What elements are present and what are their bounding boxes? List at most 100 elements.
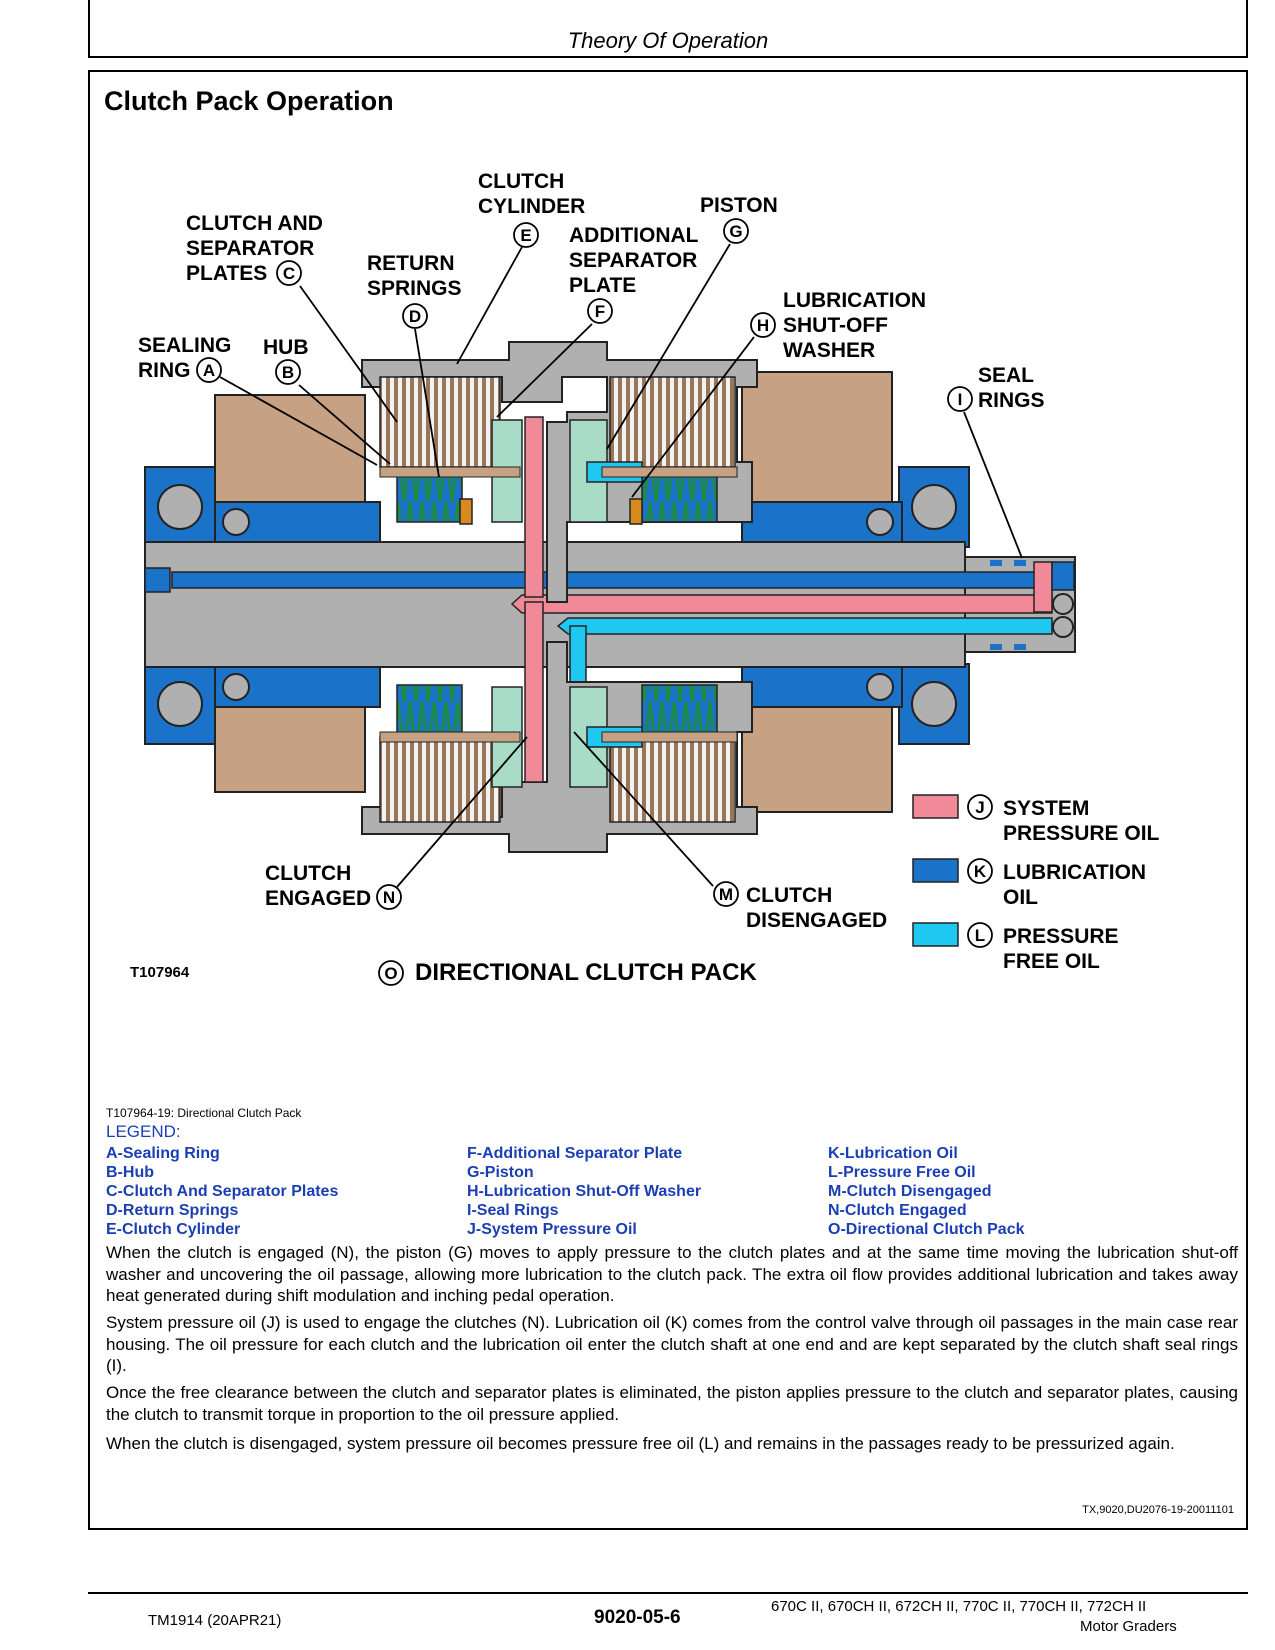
callout-b: B: [275, 359, 301, 385]
left-housing: [144, 394, 381, 793]
legend-item: J-System Pressure Oil: [467, 1221, 637, 1238]
svg-text:M: M: [719, 885, 733, 904]
swatch-pressure-free-oil: [912, 922, 959, 947]
legend-item: F-Additional Separator Plate: [467, 1145, 683, 1162]
svg-text:I: I: [958, 390, 963, 409]
label-clutch-sep-1: CLUTCH AND: [186, 212, 323, 235]
legend-column-3: K-Lubrication Oil L-Pressure Free Oil M-…: [828, 1144, 1025, 1239]
legend-item: E-Clutch Cylinder: [106, 1221, 241, 1238]
legend-column-2: F-Additional Separator Plate G-Piston H-…: [467, 1144, 701, 1239]
legend-item: C-Clutch And Separator Plates: [106, 1183, 339, 1200]
clutch-pack-diagram: CLUTCH AND SEPARATOR PLATES CLUTCH CYLIN…: [130, 170, 1160, 986]
color-key: J SYSTEM PRESSURE OIL K LUBRICATION OIL …: [912, 794, 1160, 973]
label-clutch-sep-2: SEPARATOR: [186, 237, 314, 260]
label-clutch-cyl-2: CYLINDER: [478, 195, 585, 218]
key-j-2: PRESSURE OIL: [1003, 822, 1160, 845]
legend-item: D-Return Springs: [106, 1202, 239, 1219]
swatch-system-pressure-oil: [912, 794, 959, 819]
label-lube-3: WASHER: [783, 339, 875, 362]
paragraph-1: When the clutch is engaged (N), the pist…: [106, 1243, 1238, 1305]
svg-text:A: A: [203, 361, 215, 380]
legend-title: LEGEND:: [106, 1122, 181, 1141]
callout-e: E: [513, 222, 539, 248]
paragraph-3: Once the free clearance between the clut…: [106, 1383, 1238, 1424]
label-hub: HUB: [263, 336, 309, 359]
callout-a: A: [196, 357, 222, 383]
label-engaged-2: ENGAGED: [265, 887, 371, 910]
label-return-1: RETURN: [367, 252, 455, 275]
footer-manual-id: TM1914 (20APR21): [148, 1612, 282, 1629]
key-j-1: SYSTEM: [1003, 797, 1089, 820]
label-piston: PISTON: [700, 194, 778, 217]
key-letter-k: K: [974, 862, 987, 881]
legend-item: M-Clutch Disengaged: [828, 1183, 992, 1200]
label-clutch-cyl-1: CLUTCH: [478, 170, 564, 193]
footer-product: Motor Graders: [1080, 1618, 1177, 1635]
svg-text:F: F: [595, 302, 605, 321]
footer-models: 670C II, 670CH II, 672CH II, 770C II, 77…: [771, 1598, 1147, 1615]
callout-h: H: [750, 312, 776, 338]
label-addl-3: PLATE: [569, 274, 636, 297]
legend-item: I-Seal Rings: [467, 1202, 559, 1219]
legend-item: H-Lubrication Shut-Off Washer: [467, 1183, 702, 1200]
label-return-2: SPRINGS: [367, 277, 462, 300]
legend-item: O-Directional Clutch Pack: [828, 1221, 1025, 1238]
key-letter-j: J: [975, 798, 984, 817]
callout-c: C: [276, 260, 302, 286]
key-k-2: OIL: [1003, 886, 1038, 909]
svg-text:G: G: [729, 222, 742, 241]
callout-g: G: [723, 218, 749, 244]
label-lube-2: SHUT-OFF: [783, 314, 888, 337]
legend-item: B-Hub: [106, 1164, 154, 1181]
svg-text:H: H: [757, 316, 769, 335]
header-title: Theory Of Operation: [567, 28, 769, 53]
label-sealing-2: RING: [138, 359, 191, 382]
figure-id: T107964: [130, 964, 190, 981]
legend-item: G-Piston: [467, 1164, 534, 1181]
callout-n: N: [376, 884, 402, 910]
paragraph-4: When the clutch is disengaged, system pr…: [106, 1434, 1175, 1453]
label-diseng-2: DISENGAGED: [746, 909, 887, 932]
svg-text:D: D: [409, 307, 421, 326]
label-engaged-1: CLUTCH: [265, 862, 351, 885]
content-frame: Clutch Pack Operation: [88, 70, 1248, 1530]
svg-text:E: E: [520, 226, 531, 245]
key-l-1: PRESSURE: [1003, 925, 1119, 948]
footer-rule: [88, 1592, 1248, 1594]
svg-text:N: N: [383, 888, 395, 907]
legend-column-1: A-Sealing Ring B-Hub C-Clutch And Separa…: [106, 1144, 338, 1239]
legend-item: N-Clutch Engaged: [828, 1202, 967, 1219]
svg-text:B: B: [282, 363, 294, 382]
svg-text:O: O: [384, 964, 397, 983]
label-addl-2: SEPARATOR: [569, 249, 697, 272]
key-l-2: FREE OIL: [1003, 950, 1100, 973]
label-seal-1: SEAL: [978, 364, 1034, 387]
section-title: Clutch Pack Operation: [104, 86, 394, 116]
leader-lines: [219, 243, 1023, 888]
label-seal-2: RINGS: [978, 389, 1045, 412]
footer-page-number: 9020-05-6: [594, 1607, 681, 1628]
legend-item: K-Lubrication Oil: [828, 1145, 958, 1162]
label-pack-title: DIRECTIONAL CLUTCH PACK: [415, 959, 757, 986]
svg-text:C: C: [283, 264, 295, 283]
page-header: Theory Of Operation: [88, 0, 1248, 58]
callout-o: O: [378, 960, 404, 986]
label-lube-1: LUBRICATION: [783, 289, 926, 312]
callout-d: D: [402, 303, 428, 329]
swatch-lubrication-oil: [912, 858, 959, 883]
right-housing: [741, 371, 970, 813]
figure-caption: T107964-19: Directional Clutch Pack: [106, 1106, 302, 1120]
clutch-drum: [361, 341, 758, 853]
callout-m: M: [713, 881, 739, 907]
key-letter-l: L: [975, 926, 985, 945]
label-clutch-sep-3: PLATES: [186, 262, 267, 285]
callout-letters: A B C D E F G H I N M O: [196, 218, 973, 986]
label-sealing-1: SEALING: [138, 334, 231, 357]
legend-item: A-Sealing Ring: [106, 1145, 220, 1162]
paragraph-2: System pressure oil (J) is used to engag…: [106, 1313, 1238, 1375]
label-addl-1: ADDITIONAL: [569, 224, 699, 247]
callout-i: I: [947, 386, 973, 412]
callout-f: F: [587, 298, 613, 324]
label-diseng-1: CLUTCH: [746, 884, 832, 907]
callout-labels: CLUTCH AND SEPARATOR PLATES CLUTCH CYLIN…: [130, 170, 1045, 986]
